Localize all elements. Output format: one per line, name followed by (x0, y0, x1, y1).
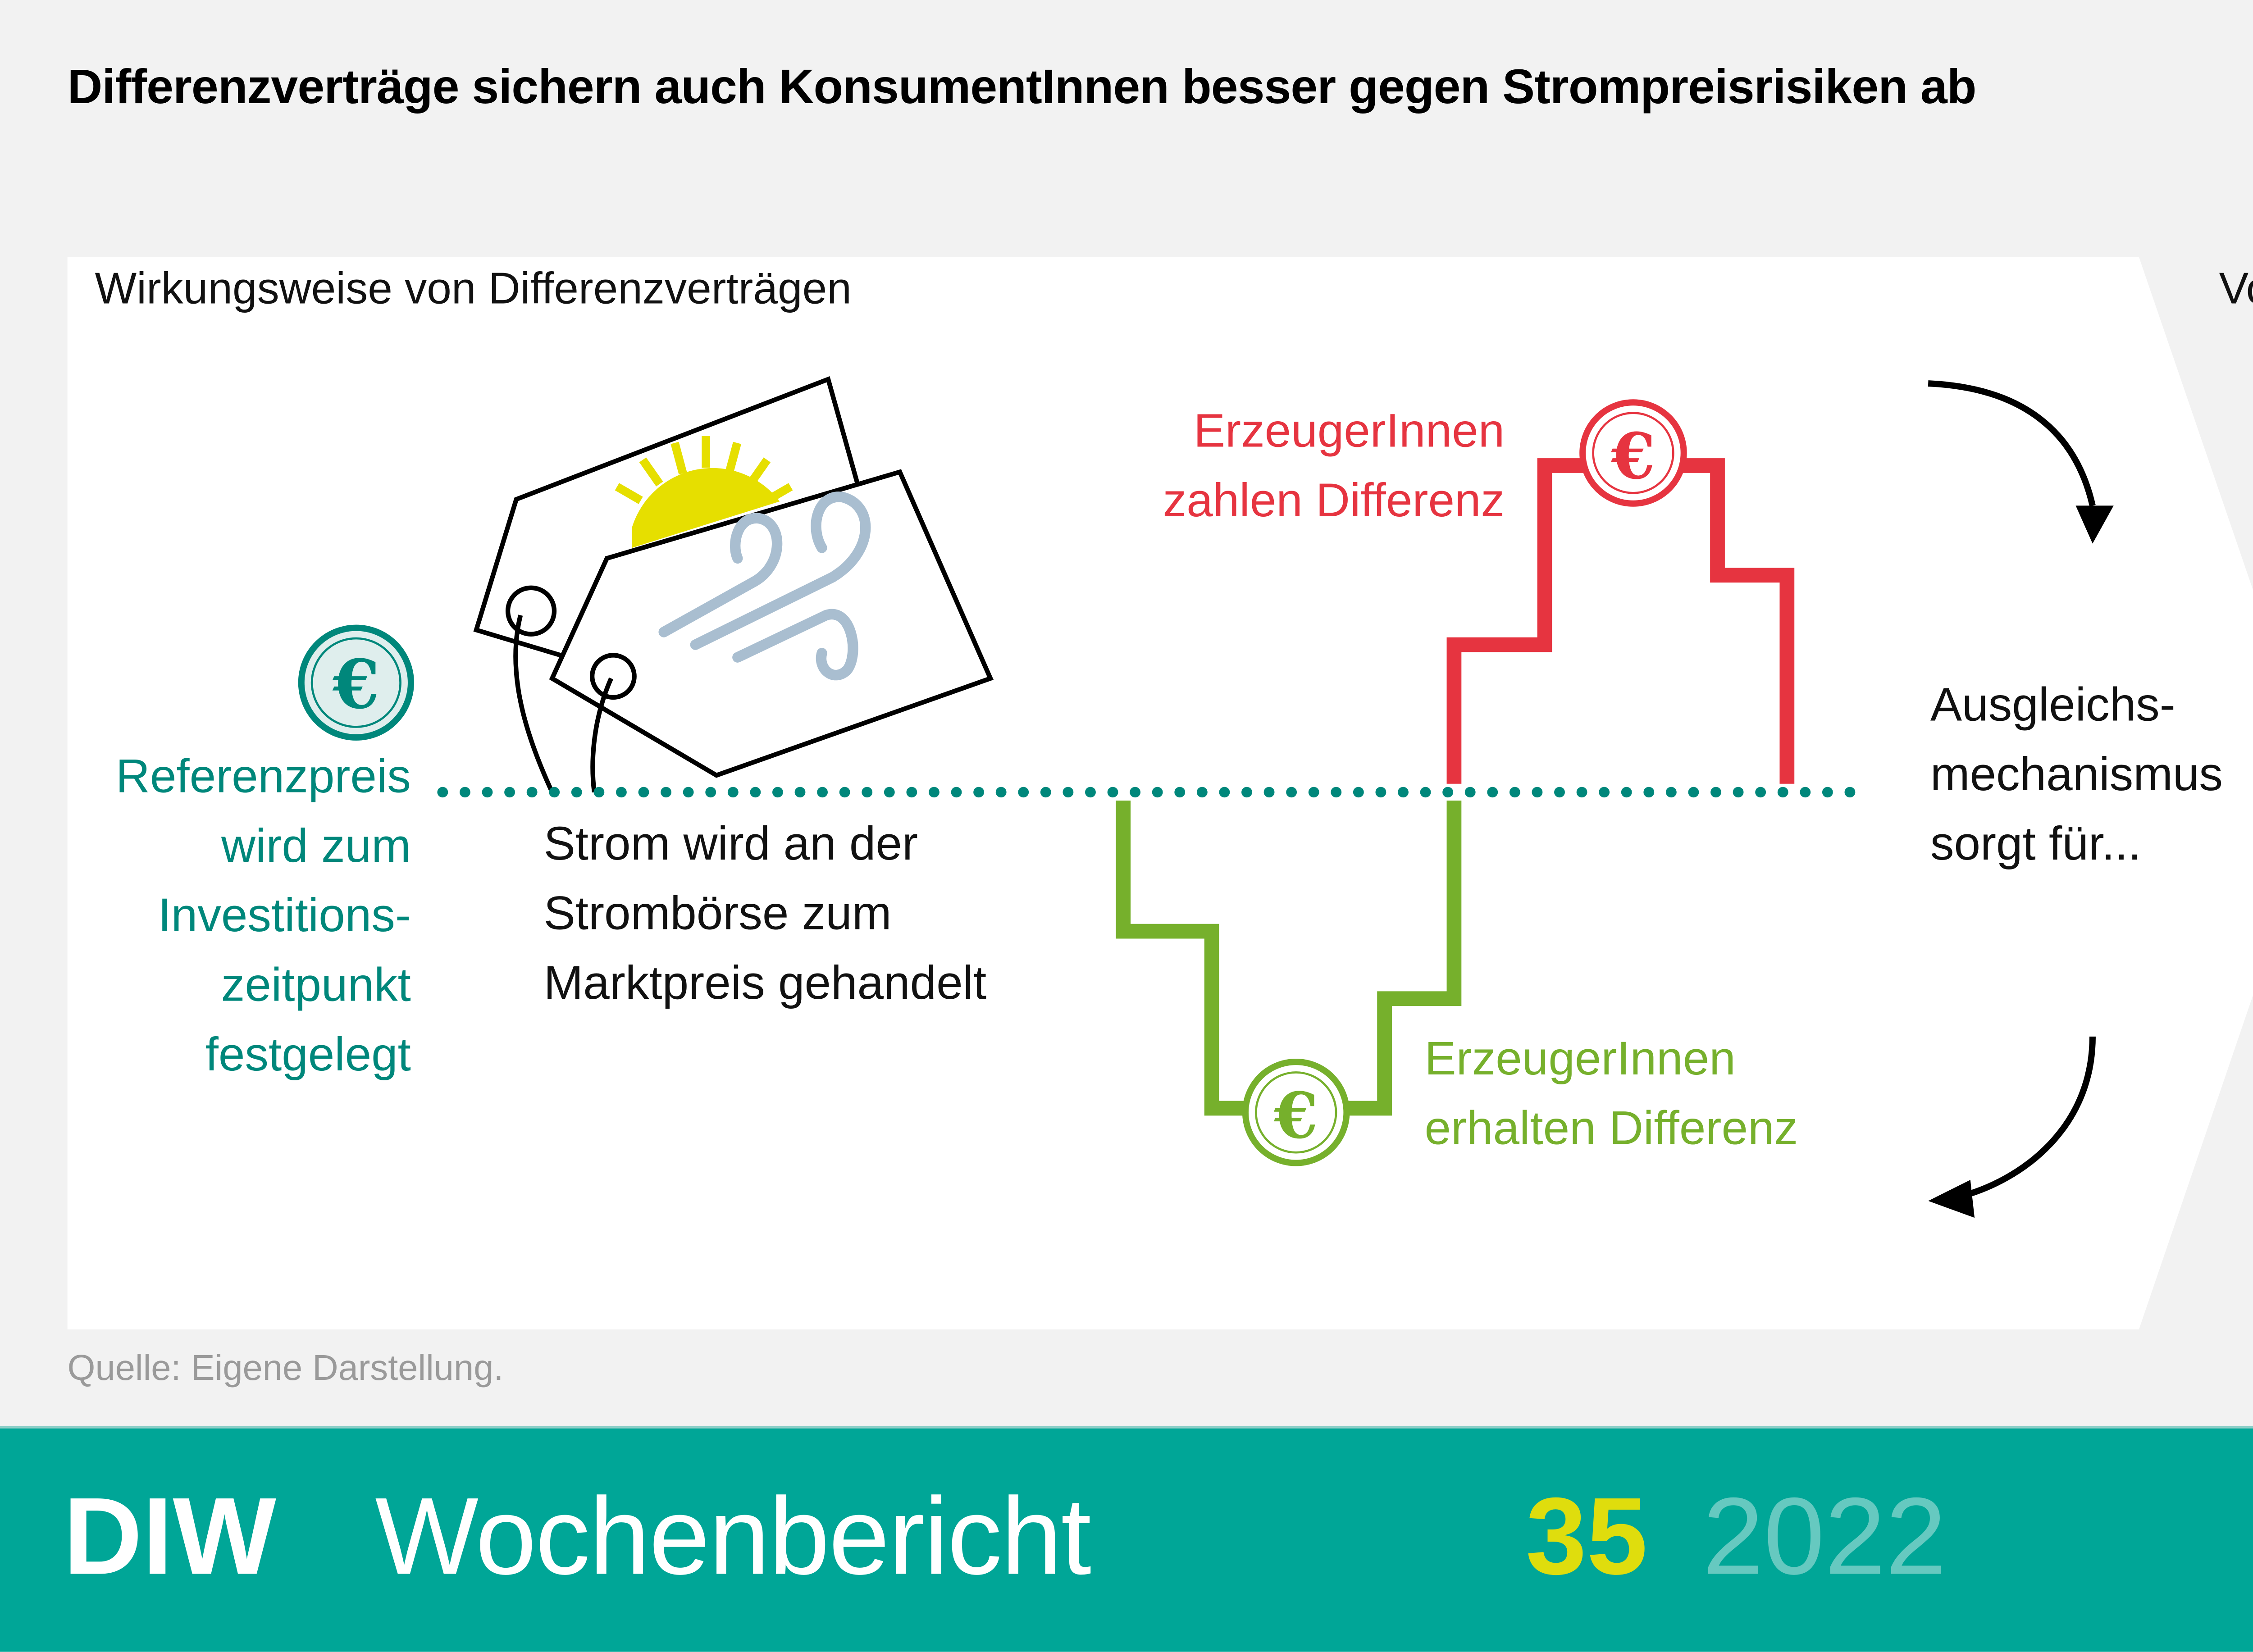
svg-text:€: € (1273, 1079, 1318, 1153)
footer-publication: Wochenbericht (375, 1477, 1091, 1599)
page-title: Differenzverträge sichern auch Konsument… (67, 59, 1977, 114)
market-line-3: Marktpreis gehandelt (543, 956, 987, 1010)
footer-brand: DIW (63, 1477, 277, 1599)
reference-price-text: Referenzpreis wird zum Investitions- zei… (116, 742, 411, 1089)
producers-receive-line-2: erhalten Differenz (1424, 1101, 1798, 1155)
reference-price-line-1: Referenzpreis (115, 750, 411, 803)
benefits-heading: Vorteile (2219, 265, 2253, 314)
mechanism-line-2: mechanismus (1930, 748, 2223, 801)
producers-pay-line-2: zahlen Differenz (1163, 474, 1505, 527)
mechanism-text: Ausgleichs- mechanismus sorgt für... (1930, 670, 2223, 878)
red-euro-coin-icon: € (1579, 399, 1687, 507)
svg-text:€: € (332, 645, 379, 724)
footer-banner: DIW Wochenbericht 35 2022 DIW BERLIN (0, 1426, 2253, 1652)
mechanism-line-1: Ausgleichs- (1930, 678, 2175, 731)
green-euro-coin-icon: € (1242, 1059, 1350, 1166)
producers-pay-line-1: ErzeugerInnen (1193, 404, 1505, 457)
svg-text:€: € (1611, 419, 1656, 494)
source-note: Quelle: Eigene Darstellung. (67, 1348, 504, 1388)
footer-issue-number: 35 (1525, 1477, 1648, 1599)
wind-icon (658, 492, 871, 681)
mechanism-heading: Wirkungsweise von Differenzverträgen (95, 265, 852, 314)
reference-price-line-5: festgelegt (205, 1028, 411, 1081)
sun-icon (615, 436, 793, 548)
producers-receive-line-1: ErzeugerInnen (1424, 1032, 1736, 1085)
mechanism-line-3: sorgt für... (1930, 817, 2141, 870)
reference-price-line-2: wird zum (221, 819, 411, 873)
price-tags-icon (473, 376, 994, 793)
reference-price-line-4: zeitpunkt (221, 958, 411, 1011)
producers-receive-text: ErzeugerInnen erhalten Differenz (1424, 1024, 1798, 1163)
market-line-2: Strombörse zum (543, 887, 892, 940)
market-line-1: Strom wird an der (543, 817, 918, 870)
producers-pay-text: ErzeugerInnen zahlen Differenz (1163, 396, 1505, 535)
curved-arrow-down-icon (1928, 380, 2114, 544)
reference-price-line-3: Investitions- (158, 889, 411, 942)
market-text: Strom wird an der Strombörse zum Marktpr… (544, 809, 987, 1018)
curved-arrow-left-icon (1928, 1036, 2096, 1218)
reference-euro-coin-icon: € (298, 624, 414, 741)
footer-year: 2022 (1702, 1477, 1947, 1599)
